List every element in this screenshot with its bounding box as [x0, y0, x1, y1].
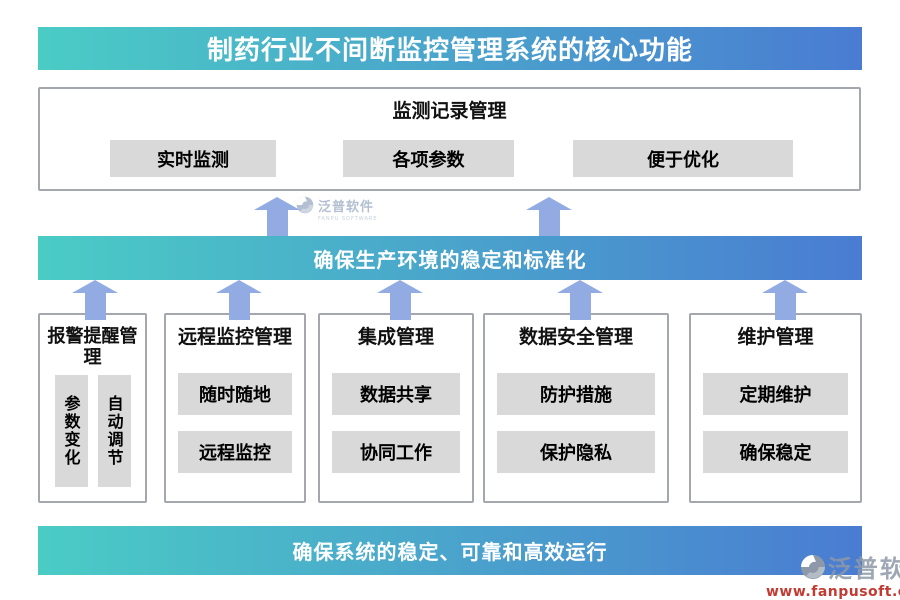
page-title: 制药行业不间断监控管理系统的核心功能	[38, 27, 862, 70]
vertical-chip-row: 参数变化 自动调节	[40, 375, 145, 487]
integration-title: 集成管理	[357, 326, 434, 348]
footer-logo-name: 泛普软件	[827, 555, 900, 583]
chip-anytime-anywhere: 随时随地	[178, 373, 292, 415]
chip-regular-maintenance: 定期维护	[703, 373, 848, 415]
maintenance-title: 维护管理	[737, 326, 814, 348]
arrow-head	[72, 280, 118, 293]
chip-easy-optimization: 便于优化	[573, 140, 793, 177]
chip-auto-adjust: 自动调节	[97, 375, 131, 487]
up-arrow-icon	[557, 280, 603, 320]
remote-monitoring-title: 远程监控管理	[177, 326, 292, 348]
chip-privacy-protection: 保护隐私	[497, 431, 655, 473]
arrow-head	[377, 280, 423, 293]
chip-ensure-stability: 确保稳定	[703, 431, 848, 473]
chip-all-parameters: 各项参数	[343, 140, 514, 177]
arrow-stem	[266, 210, 288, 236]
alarm-reminder-title: 报警提醒管理	[47, 326, 138, 368]
chip-remote-monitoring: 远程监控	[178, 431, 292, 473]
arrow-stem	[538, 210, 560, 236]
center-watermark: 泛普软件 FANPU SOFTWARE	[296, 196, 378, 222]
chip-data-sharing: 数据共享	[332, 373, 460, 415]
arrow-head	[526, 197, 572, 210]
chip-parameter-change: 参数变化	[54, 375, 88, 487]
chip-protection-measures: 防护措施	[497, 373, 655, 415]
arrow-stem	[569, 293, 591, 320]
bottom-band: 确保系统的稳定、可靠和高效运行	[38, 526, 862, 575]
integration-box: 集成管理 数据共享 协同工作	[318, 313, 474, 503]
arrow-stem	[389, 293, 411, 320]
data-security-title: 数据安全管理	[518, 326, 633, 348]
arrow-stem	[84, 293, 106, 320]
arrow-head	[762, 280, 808, 293]
up-arrow-icon	[216, 280, 262, 320]
up-arrow-icon	[72, 280, 118, 320]
arrow-head	[254, 197, 300, 210]
arrow-stem	[228, 293, 250, 320]
alarm-reminder-box: 报警提醒管理 参数变化 自动调节	[38, 313, 147, 503]
footer-logo-url: www.fanpusoft.com	[766, 584, 900, 600]
up-arrow-icon	[526, 197, 572, 236]
remote-monitoring-box: 远程监控管理 随时随地 远程监控	[164, 313, 306, 503]
up-arrow-icon	[762, 280, 808, 320]
monitoring-records-box: 监测记录管理 实时监测 各项参数 便于优化	[38, 87, 861, 191]
data-security-box: 数据安全管理 防护措施 保护隐私	[483, 313, 669, 503]
watermark-subtitle: FANPU SOFTWARE	[318, 216, 378, 222]
maintenance-box: 维护管理 定期维护 确保稳定	[689, 313, 862, 503]
arrow-stem	[774, 293, 796, 320]
fanpu-logo-icon	[800, 554, 825, 579]
middle-band: 确保生产环境的稳定和标准化	[38, 236, 862, 280]
arrow-head	[216, 280, 262, 293]
monitoring-records-title: 监测记录管理	[392, 100, 507, 122]
up-arrow-icon	[377, 280, 423, 320]
chip-realtime-monitoring: 实时监测	[110, 140, 276, 177]
watermark-name: 泛普软件	[318, 200, 375, 215]
footer-logo: 泛普软件 www.fanpusoft.com	[766, 549, 900, 600]
arrow-head	[557, 280, 603, 293]
chip-collaboration: 协同工作	[332, 431, 460, 473]
up-arrow-icon	[254, 197, 300, 236]
